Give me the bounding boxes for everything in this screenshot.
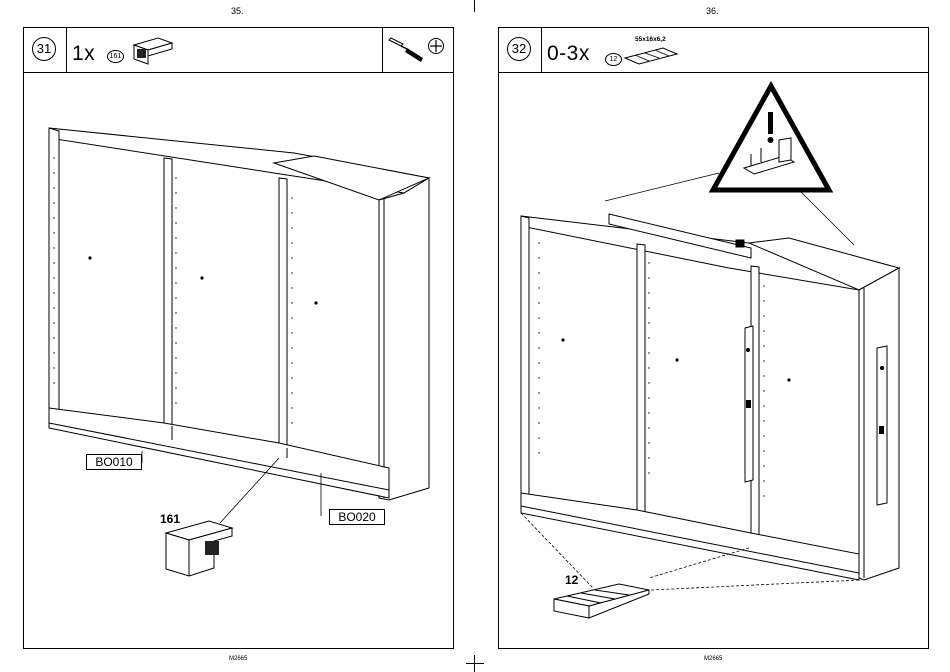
center-crop-mark-bottom-h [466,663,484,664]
footer-code-left: M2665 [229,656,247,662]
page-number-left: 35. [231,6,244,16]
center-crop-mark-top [474,0,475,12]
callout-bo010: BO010 [86,454,142,470]
page-number-right: 36. [706,6,719,16]
wardrobe-level-illustration [499,28,930,650]
part-label-12: 12 [565,573,578,587]
right-page: 32 0-3x 12 55x16x6,2 [498,27,929,649]
callout-bo020: BO020 [329,509,385,525]
part-label-161: 161 [160,512,180,526]
footer-code-right: M2665 [704,656,722,662]
left-page: 31 1x 161 [23,27,454,649]
wardrobe-illustration [24,28,455,650]
